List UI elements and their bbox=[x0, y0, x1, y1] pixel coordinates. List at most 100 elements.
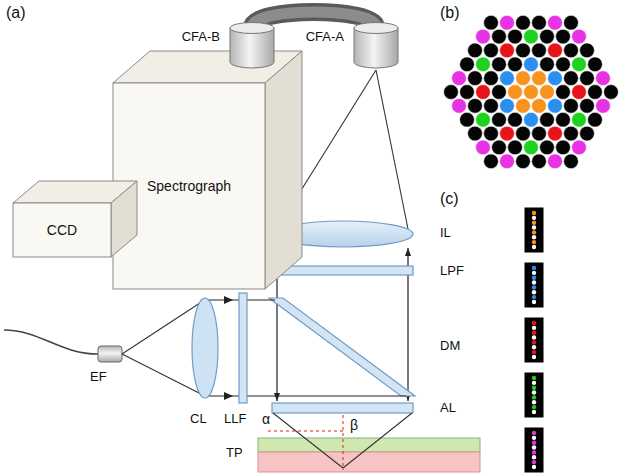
fiber-core bbox=[476, 85, 491, 100]
adapter-cylinder bbox=[352, 22, 400, 70]
fiber-core bbox=[524, 112, 539, 127]
fiber-core bbox=[484, 126, 499, 141]
fiber-core bbox=[580, 71, 595, 86]
fiber-core bbox=[444, 85, 459, 100]
fiber-core bbox=[468, 43, 483, 58]
fiber-core bbox=[484, 43, 499, 58]
fiber-core bbox=[460, 57, 475, 72]
part-label: LLF bbox=[224, 412, 246, 426]
fiber-core bbox=[548, 154, 563, 169]
fiber-core bbox=[516, 71, 531, 86]
long-pass-filter bbox=[272, 266, 413, 275]
fiber-core bbox=[532, 400, 536, 404]
fiber-core bbox=[532, 271, 536, 275]
fiber-core bbox=[532, 376, 536, 380]
laser-line-filter bbox=[239, 293, 247, 403]
fiber-core bbox=[588, 57, 603, 72]
fiber-core bbox=[532, 235, 536, 239]
fiber-core bbox=[532, 225, 536, 229]
fiber-core bbox=[548, 126, 563, 141]
cylinder-top bbox=[230, 23, 274, 34]
fiber-adapter: CFA-A bbox=[305, 22, 400, 70]
fiber-core bbox=[580, 126, 595, 141]
angle-line bbox=[268, 431, 343, 432]
fiber-core bbox=[564, 43, 579, 58]
fiber-core bbox=[532, 460, 536, 464]
fiber-core bbox=[532, 98, 547, 113]
fiber-core bbox=[492, 140, 507, 155]
fiber-core bbox=[532, 240, 536, 244]
fiber-connector bbox=[98, 346, 122, 362]
part-label: LPF bbox=[440, 264, 464, 278]
fiber-row bbox=[525, 208, 543, 252]
adapter-label: CFA-A bbox=[306, 30, 344, 45]
fiber-core bbox=[484, 98, 499, 113]
fiber-core bbox=[580, 98, 595, 113]
fiber-core bbox=[556, 57, 571, 72]
beam-arrow bbox=[224, 392, 233, 400]
ccd-box: CCD bbox=[12, 180, 138, 258]
fiber-core bbox=[492, 112, 507, 127]
fiber-core bbox=[532, 390, 536, 394]
fiber-core bbox=[524, 140, 539, 155]
fiber-core bbox=[532, 326, 536, 330]
fiber-core bbox=[532, 455, 536, 459]
fiber-core bbox=[476, 140, 491, 155]
part-label: AL bbox=[440, 401, 456, 415]
fiber-row bbox=[525, 318, 543, 362]
fiber-core bbox=[572, 85, 587, 100]
fiber-core bbox=[532, 280, 536, 284]
fiber-bundle-face bbox=[444, 15, 619, 168]
fiber-core bbox=[524, 29, 539, 44]
fiber-core bbox=[532, 221, 536, 225]
fiber-core bbox=[540, 140, 555, 155]
fiber-core bbox=[508, 29, 523, 44]
fiber-core bbox=[452, 71, 467, 86]
fiber-core bbox=[532, 276, 536, 280]
fiber-core bbox=[492, 29, 507, 44]
fiber-core bbox=[468, 126, 483, 141]
fiber-core bbox=[540, 57, 555, 72]
fiber-core bbox=[516, 43, 531, 58]
part-label: DM bbox=[440, 339, 460, 353]
aspheric-lens bbox=[272, 403, 413, 413]
fiber-core bbox=[476, 112, 491, 127]
fiber-core bbox=[532, 450, 536, 454]
fiber-core bbox=[548, 98, 563, 113]
fiber-core bbox=[532, 216, 536, 220]
fiber-core bbox=[532, 154, 547, 169]
fiber-core bbox=[492, 85, 507, 100]
fiber-core bbox=[516, 126, 531, 141]
part-label: α bbox=[262, 412, 270, 427]
fiber-core bbox=[532, 335, 536, 339]
fiber-core bbox=[564, 15, 579, 30]
beam-line bbox=[205, 395, 406, 396]
fiber-core bbox=[564, 71, 579, 86]
normal-line bbox=[343, 415, 344, 470]
box-face: CCD bbox=[13, 203, 111, 257]
fiber-core bbox=[604, 85, 619, 100]
adapter-label: CFA-B bbox=[182, 30, 220, 45]
fiber-core bbox=[532, 431, 536, 435]
fiber-core bbox=[548, 15, 563, 30]
fiber-core bbox=[556, 140, 571, 155]
fiber-core bbox=[532, 465, 536, 469]
fiber-core bbox=[468, 71, 483, 86]
fiber-core bbox=[532, 441, 536, 445]
fiber-core bbox=[532, 436, 536, 440]
fiber-core bbox=[532, 245, 536, 249]
part-label: IL bbox=[440, 226, 451, 240]
fiber-core bbox=[596, 71, 611, 86]
fiber-core bbox=[532, 345, 536, 349]
fiber-row bbox=[525, 263, 543, 307]
fiber-core bbox=[532, 321, 536, 325]
fiber-core bbox=[532, 395, 536, 399]
part-label: (a) bbox=[6, 4, 26, 22]
fiber-core bbox=[580, 43, 595, 58]
light-cone bbox=[376, 70, 408, 229]
fiber-core bbox=[532, 285, 536, 289]
fiber-core bbox=[572, 140, 587, 155]
fiber-core bbox=[532, 350, 536, 354]
fiber-core bbox=[548, 71, 563, 86]
fiber-core bbox=[532, 355, 536, 359]
